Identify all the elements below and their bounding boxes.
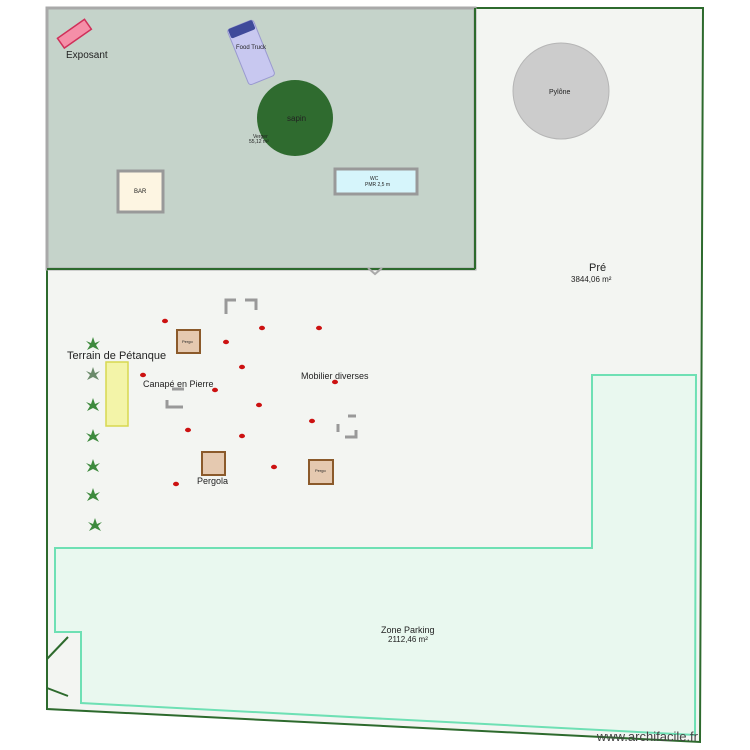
plants: [86, 337, 102, 531]
pergola-label: Pergola: [197, 476, 228, 486]
gate-icon: [367, 267, 383, 276]
bar-box: [116, 169, 165, 214]
seats: [140, 318, 338, 487]
parking-zone: [54, 374, 698, 737]
pergola-tag-1: Pergo: [182, 339, 193, 344]
sapin-label: sapin: [287, 114, 306, 123]
pylone-label: Pylône: [549, 89, 571, 96]
wc-label: WC: [370, 176, 379, 182]
canape-label: Canapé en Pierre: [143, 379, 214, 389]
watermark[interactable]: www.archifacile.fr: [596, 729, 698, 744]
sapin-tree: [257, 80, 333, 156]
parking-label: Zone Parking: [381, 625, 435, 635]
pergolas: [176, 329, 334, 485]
pre-area: 3844,06 m²: [571, 275, 612, 284]
verger-area: 55,12 m²: [249, 139, 269, 145]
food-truck-label: Food Truck: [236, 45, 267, 51]
wc-box: [333, 167, 419, 196]
exposant-stand: [56, 18, 93, 50]
stone-benches: [165, 298, 358, 439]
wc-sub: PMR 2,5 m: [365, 182, 390, 188]
pre-label: Pré: [589, 262, 606, 274]
pergola-tag-2: Pergo: [315, 468, 326, 473]
verger-label: Verger: [253, 134, 268, 140]
exposant-label: Exposant: [66, 50, 108, 61]
petanque-label: Terrain de Pétanque: [67, 350, 166, 362]
petanque-court: [105, 361, 129, 427]
mobilier-label: Mobilier diverses: [301, 371, 369, 381]
parking-area: 2112,46 m²: [388, 635, 428, 644]
bar-label: BAR: [134, 189, 147, 195]
food-truck: [227, 19, 275, 86]
pylone-circle: [512, 42, 610, 140]
